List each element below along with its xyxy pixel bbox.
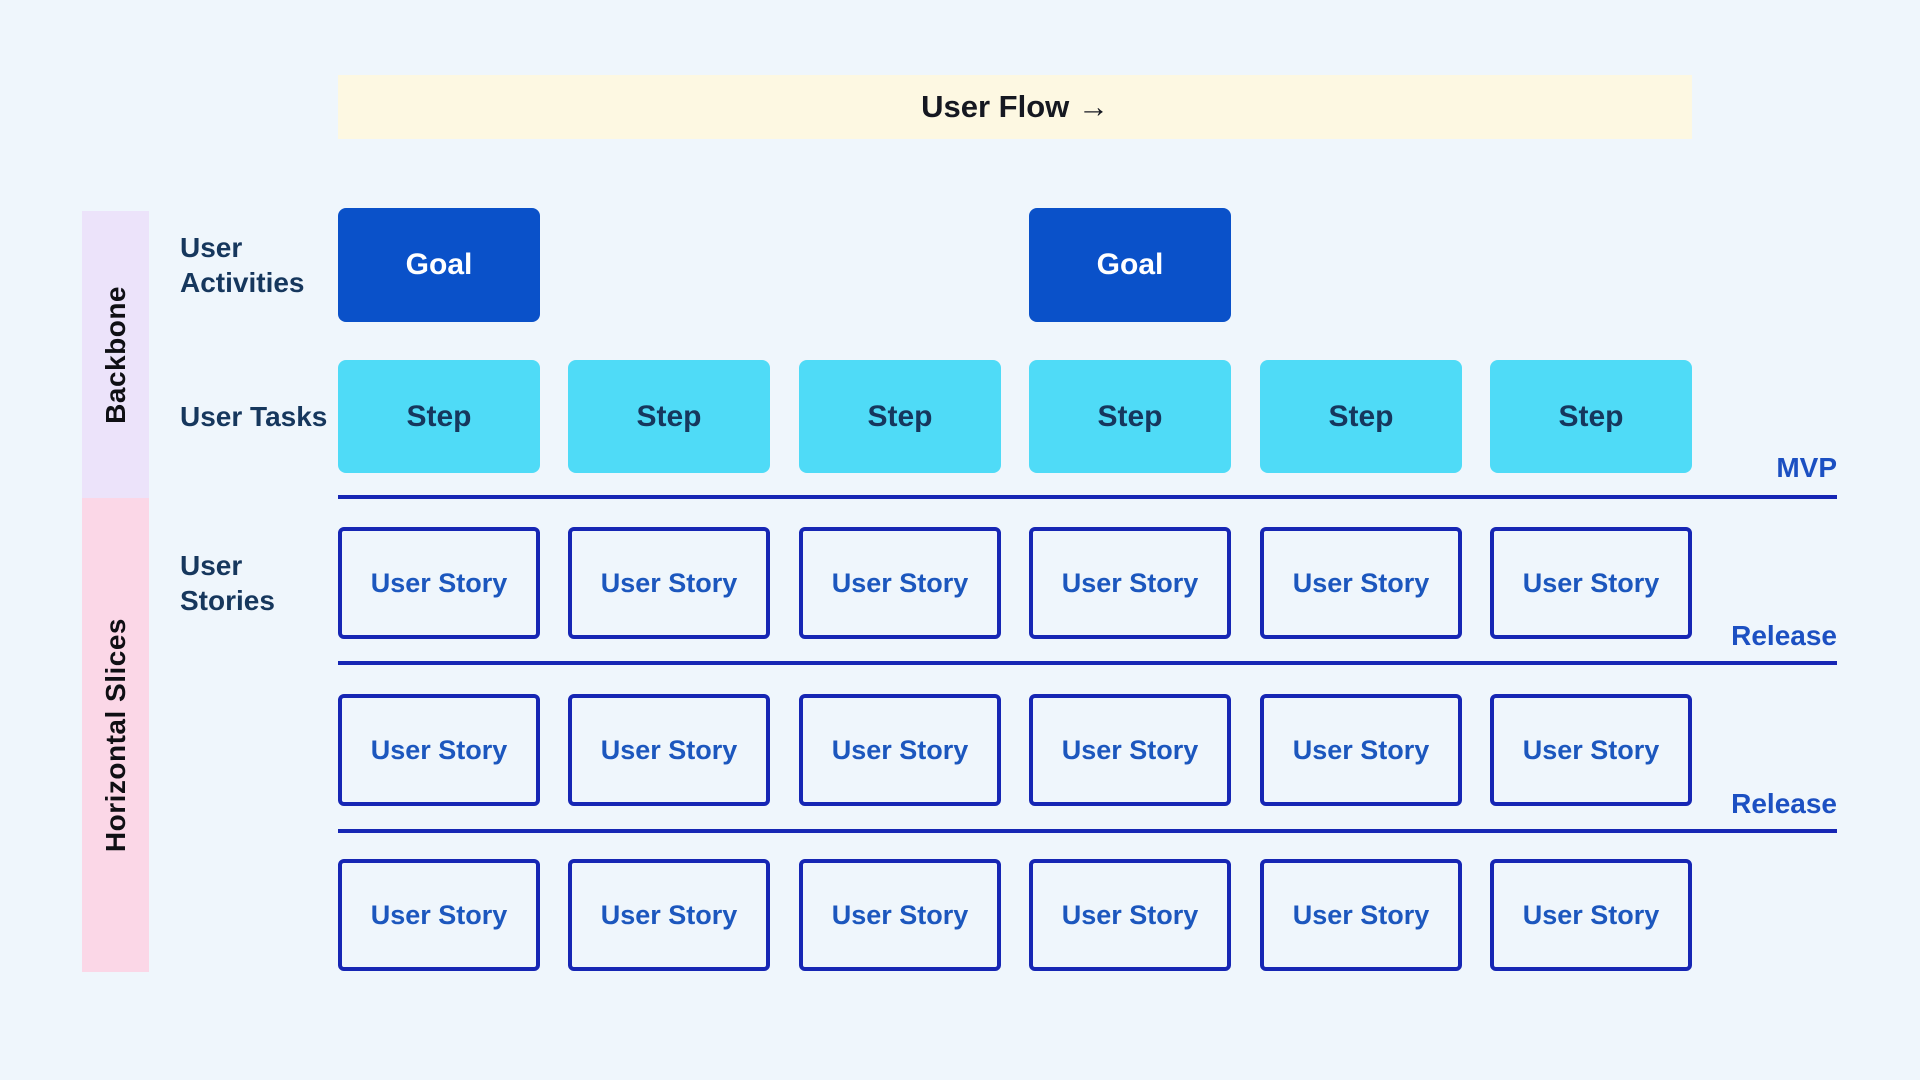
- row-label-user-tasks-text: User Tasks: [180, 401, 328, 432]
- release-label: Release: [1731, 620, 1837, 651]
- horizontal-slices-band-label: Horizontal Slices: [99, 617, 131, 853]
- step-card: Step: [1029, 360, 1231, 473]
- row-label-user-activities-text: User Activities: [180, 232, 305, 298]
- row-label-user-tasks: User Tasks: [180, 360, 330, 473]
- step-card: Step: [1490, 360, 1692, 473]
- user-flow-banner: User Flow →: [338, 75, 1692, 139]
- step-card: Step: [338, 360, 540, 473]
- row-label-user-activities: User Activities: [180, 208, 330, 322]
- user-story-card: User Story: [1260, 527, 1462, 639]
- user-story-card: User Story: [1029, 859, 1231, 971]
- goal-card: Goal: [1029, 208, 1231, 322]
- user-story-card: User Story: [338, 859, 540, 971]
- mvp-divider-line: [338, 495, 1837, 499]
- row-label-user-stories-text: User Stories: [180, 550, 275, 616]
- user-story-card: User Story: [799, 694, 1001, 806]
- step-card: Step: [1260, 360, 1462, 473]
- goal-card: Goal: [338, 208, 540, 322]
- step-card: Step: [568, 360, 770, 473]
- user-story-card: User Story: [568, 527, 770, 639]
- user-story-card: User Story: [1029, 527, 1231, 639]
- user-story-card: User Story: [1490, 694, 1692, 806]
- user-story-card: User Story: [1260, 694, 1462, 806]
- user-story-card: User Story: [338, 694, 540, 806]
- step-card: Step: [799, 360, 1001, 473]
- user-story-card: User Story: [568, 859, 770, 971]
- user-story-card: User Story: [799, 859, 1001, 971]
- user-story-card: User Story: [1490, 859, 1692, 971]
- user-story-card: User Story: [799, 527, 1001, 639]
- mvp-label: MVP: [1776, 452, 1837, 483]
- user-story-card: User Story: [568, 694, 770, 806]
- backbone-band-label: Backbone: [99, 285, 131, 424]
- release-divider-line: [338, 829, 1837, 833]
- user-story-card: User Story: [1260, 859, 1462, 971]
- user-story-card: User Story: [1029, 694, 1231, 806]
- release-label: Release: [1731, 788, 1837, 819]
- user-story-card: User Story: [338, 527, 540, 639]
- user-flow-banner-label: User Flow →: [921, 89, 1109, 124]
- horizontal-slices-band: Horizontal Slices: [82, 498, 149, 972]
- row-label-user-stories: User Stories: [180, 527, 330, 639]
- release-divider-line: [338, 661, 1837, 665]
- user-story-card: User Story: [1490, 527, 1692, 639]
- backbone-band: Backbone: [82, 211, 149, 498]
